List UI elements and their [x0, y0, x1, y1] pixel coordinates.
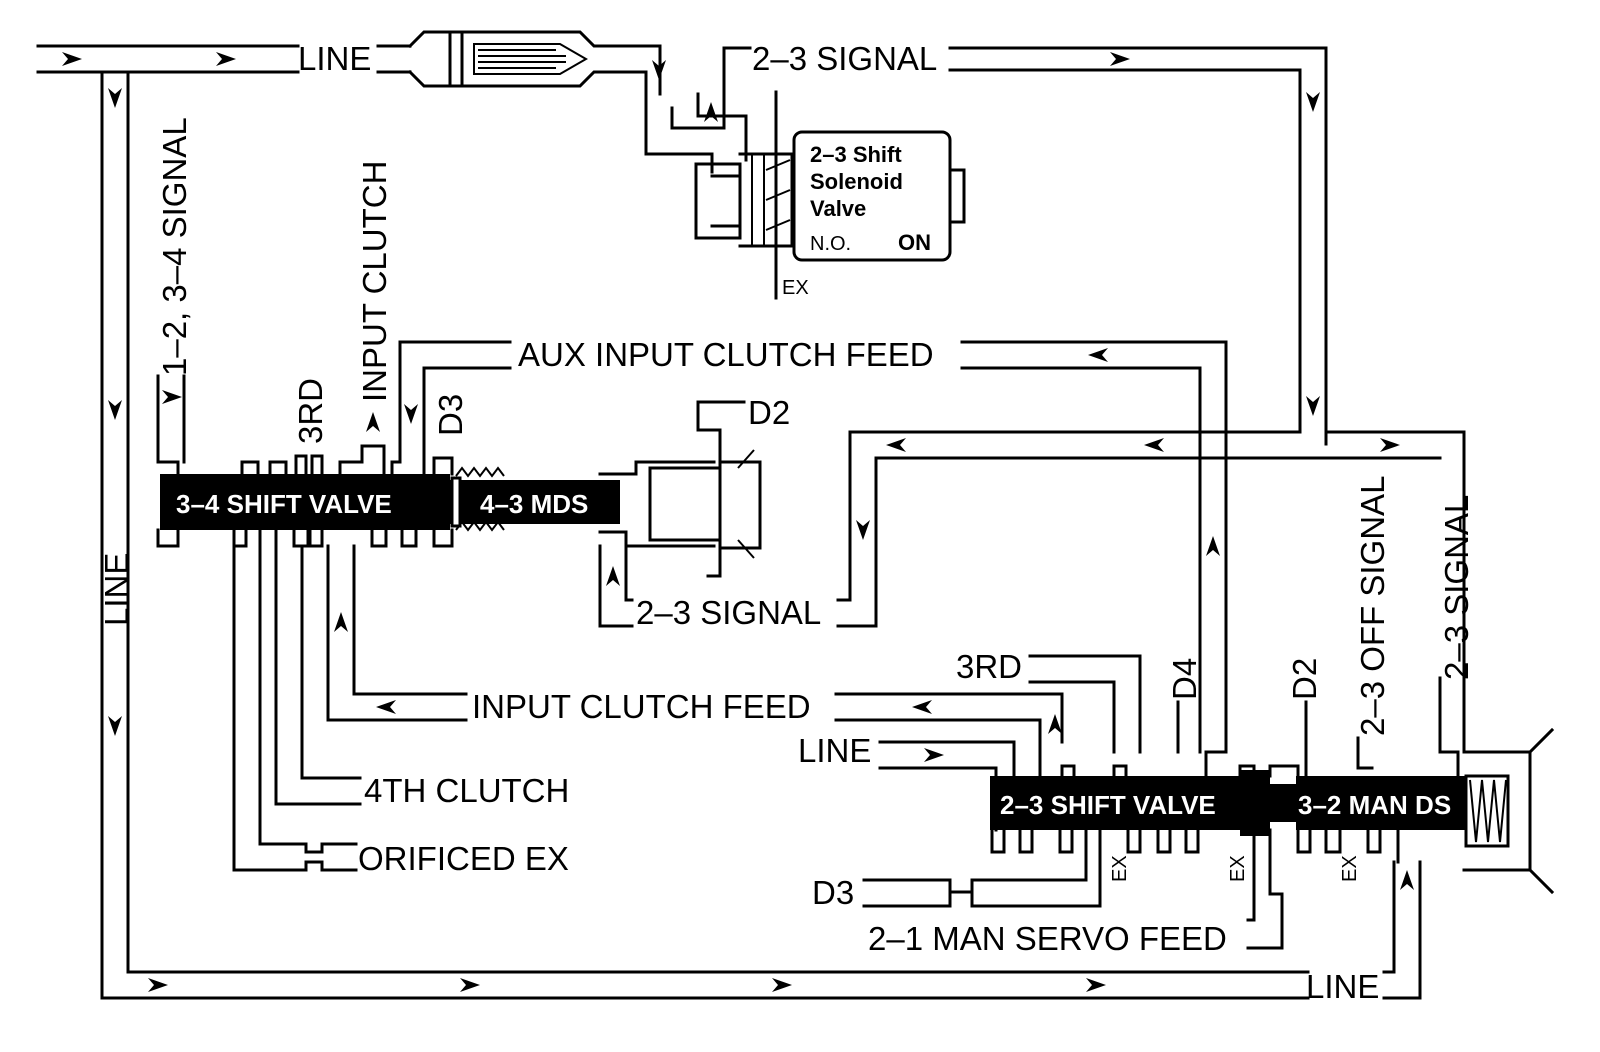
label-d2-mid: D2	[748, 394, 790, 431]
solenoid-type: N.O.	[810, 233, 851, 255]
arrow-left	[1144, 438, 1164, 452]
arrow-right	[1380, 438, 1400, 452]
line-passage-bottom	[1382, 860, 1422, 1000]
arrow-down	[1306, 92, 1320, 112]
solenoid-name-line2: Solenoid	[810, 169, 903, 194]
arrow-down	[1306, 396, 1320, 416]
signal-23-top-passage	[644, 46, 1328, 434]
line-passage-left	[100, 70, 1310, 1000]
label-signal-1234: 1–2, 3–4 SIGNAL	[156, 117, 193, 376]
label-3rd-right: 3RD	[956, 648, 1022, 685]
label-off-signal-23: 2–3 OFF SIGNAL	[1354, 476, 1391, 736]
label-line-bottom: LINE	[1306, 968, 1379, 1005]
solenoid-name-line3: Valve	[810, 196, 866, 221]
arrow-right	[924, 748, 944, 762]
shift-valve-23-label: 2–3 SHIFT VALVE	[1000, 790, 1216, 820]
label-line-top: LINE	[298, 40, 371, 77]
label-4th-clutch: 4TH CLUTCH	[364, 772, 569, 809]
arrow-down	[652, 60, 666, 80]
arrow-left	[376, 700, 396, 714]
labels: LINE 2–3 SIGNAL EX 1–2, 3–4 SIGNAL INPUT…	[98, 40, 1475, 1005]
label-ex-2: EX	[1227, 855, 1249, 882]
arrow-left	[912, 700, 932, 714]
arrow-right	[460, 978, 480, 992]
label-signal-23-top: 2–3 SIGNAL	[752, 40, 937, 77]
label-ex-3: EX	[1339, 855, 1361, 882]
arrow-up	[334, 612, 348, 632]
arrow-down	[856, 520, 870, 540]
label-line-right: LINE	[798, 732, 871, 769]
solenoid-23-shift: 2–3 Shift Solenoid Valve N.O. ON	[792, 130, 966, 262]
arrow-down	[404, 404, 418, 424]
label-signal-23-right: 2–3 SIGNAL	[1438, 495, 1475, 680]
label-input-clutch: INPUT CLUTCH	[356, 161, 393, 402]
shift-valve-23: 2–3 SHIFT VALVE 3–2 MAN DS	[990, 770, 1466, 836]
label-orificed-ex: ORIFICED EX	[358, 840, 569, 877]
arrow-right	[148, 978, 168, 992]
label-input-clutch-feed: INPUT CLUTCH FEED	[472, 688, 811, 725]
signal-23-mid-passage	[598, 430, 1466, 754]
label-ex-top: EX	[782, 277, 809, 299]
label-3rd-left: 3RD	[292, 378, 329, 444]
arrow-right	[62, 52, 82, 66]
arrow-right	[1110, 52, 1130, 66]
arrow-up	[1400, 870, 1414, 890]
man-ds-32-label: 3–2 MAN DS	[1298, 790, 1451, 820]
arrow-up	[606, 566, 620, 586]
aux-input-clutch-feed-passage	[398, 340, 1228, 754]
label-servo-feed-21: 2–1 MAN SERVO FEED	[868, 920, 1227, 957]
arrow-left	[1088, 348, 1108, 362]
label-line-left: LINE	[98, 553, 135, 626]
shift-valve-34-passages	[156, 374, 762, 872]
arrow-up	[366, 412, 380, 432]
shift-valve-23-passages	[862, 727, 1555, 950]
line-passage-top	[36, 30, 662, 110]
arrow-right	[772, 978, 792, 992]
label-signal-23-mid: 2–3 SIGNAL	[636, 594, 821, 631]
flow-arrows	[62, 52, 1414, 992]
arrow-down	[108, 88, 122, 108]
label-aux-input-clutch-feed: AUX INPUT CLUTCH FEED	[518, 336, 934, 373]
arrow-up	[1048, 714, 1062, 734]
label-ex-1: EX	[1109, 855, 1131, 882]
solenoid-state: ON	[898, 230, 931, 255]
arrow-down	[108, 716, 122, 736]
arrow-right	[162, 390, 182, 404]
arrow-up	[1206, 536, 1220, 556]
arrow-right	[216, 52, 236, 66]
label-d2-right: D2	[1286, 658, 1323, 700]
solenoid-name-line1: 2–3 Shift	[810, 142, 902, 167]
input-clutch-feed-passage	[834, 654, 1460, 778]
arrow-up	[704, 102, 718, 122]
arrow-left	[886, 438, 906, 452]
shift-valve-34: 3–4 SHIFT VALVE 4–3 MDS	[160, 474, 620, 530]
mds-43-label: 4–3 MDS	[480, 489, 588, 519]
arrow-down	[108, 400, 122, 420]
shift-valve-34-label: 3–4 SHIFT VALVE	[176, 489, 392, 519]
arrow-right	[1086, 978, 1106, 992]
label-d3-left: D3	[432, 394, 469, 436]
label-d4: D4	[1166, 658, 1203, 700]
label-d3-bottom: D3	[812, 874, 854, 911]
